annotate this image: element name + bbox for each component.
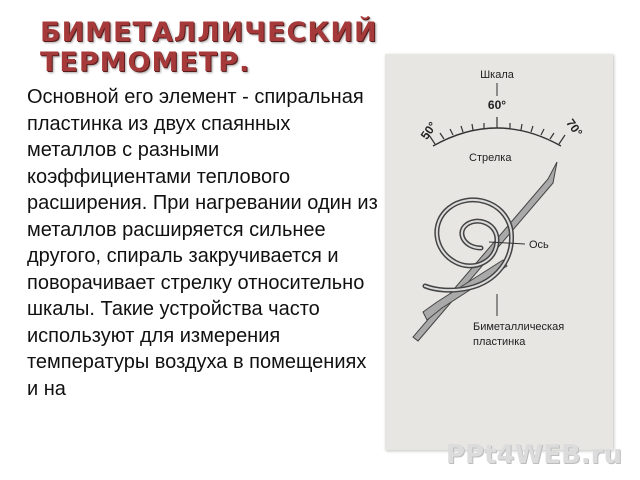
scale-tick xyxy=(439,132,445,140)
scale-tick xyxy=(520,123,523,131)
title-line-2: ТЕРМОМЕТР. xyxy=(40,47,251,78)
scale-label: Шкала xyxy=(480,69,515,81)
diagram-svg: Шкала 60° 50° 70° Стрелка Ось Биметаллич… xyxy=(412,69,585,348)
tick-label-50: 50° xyxy=(418,119,440,142)
scale-tick xyxy=(540,128,545,136)
slide-title: БИМЕТАЛЛИЧЕСКИЙ ТЕРМОМЕТР. xyxy=(40,18,378,78)
scale-arc xyxy=(432,127,562,147)
scale-tick xyxy=(428,134,436,145)
scale-tick xyxy=(471,123,474,131)
title-line-1: БИМЕТАЛЛИЧЕСКИЙ xyxy=(40,17,378,48)
needle-label: Стрелка xyxy=(469,152,512,164)
scale-tick xyxy=(449,128,454,136)
scale-ticks xyxy=(428,117,566,145)
scale-tick xyxy=(530,125,534,133)
axis-leader-line xyxy=(488,241,526,245)
strip-label-line-2: пластинка xyxy=(473,336,526,348)
spiral-strip-inner xyxy=(424,199,513,292)
strip-label-line-1: Биметаллическая xyxy=(473,321,564,333)
tick-label-60: 60° xyxy=(488,98,506,112)
axis-label: Ось xyxy=(529,239,549,251)
watermark-logo: PPt4WEB.ru xyxy=(445,440,622,470)
description-paragraph: Основной его элемент - спиральная пласти… xyxy=(27,86,378,400)
scale-tick xyxy=(549,132,555,140)
thermometer-diagram: Шкала 60° 50° 70° Стрелка Ось Биметаллич… xyxy=(385,54,613,450)
scale-tick xyxy=(460,125,464,133)
tick-label-70: 70° xyxy=(563,116,585,139)
scale-tick xyxy=(558,134,566,145)
